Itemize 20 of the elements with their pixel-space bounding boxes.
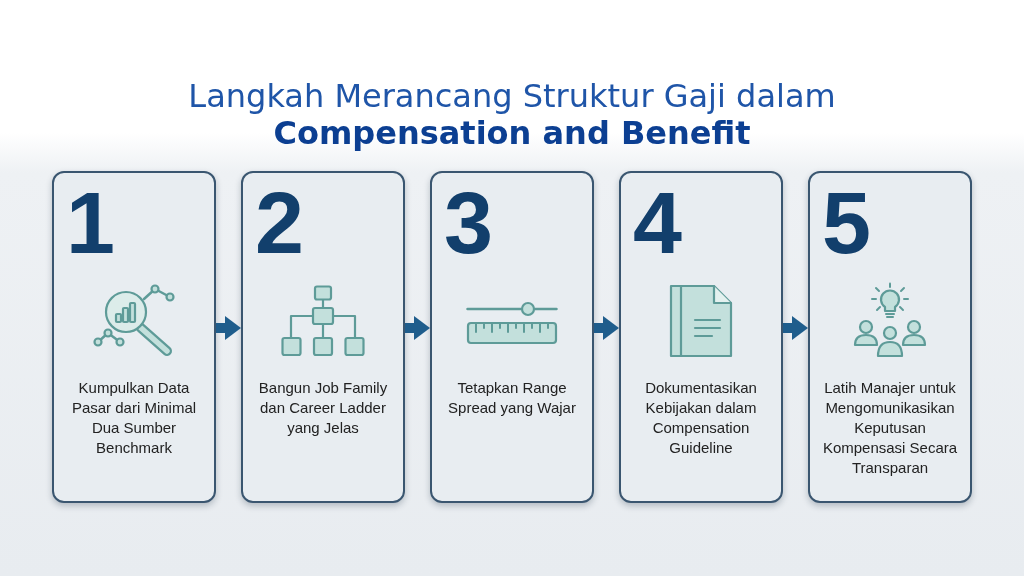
step-description: Latih Manajer untuk Mengomunikasikan Keputusan Kompensasi Secara Transparan [821,378,959,478]
step-description: Bangun Job Family dan Career Ladder yang Jelas [257,378,389,438]
arrow [405,316,430,340]
step-number: 5 [822,179,871,267]
step-card [52,171,216,503]
step-number: 4 [633,179,682,267]
arrow [594,316,619,340]
step-description: Tetapkan Range Spread yang Wajar [447,378,577,418]
step-card [241,171,405,503]
step-description: Kumpulkan Data Pasar dari Minimal Dua Sumber Benchmark [70,378,198,458]
arrow [783,316,808,340]
step-description: Dokumentasikan Kebijakan dalam Compensation Guideline [644,378,758,458]
step-card [430,171,594,503]
step-card [808,171,972,503]
step-number: 2 [255,179,304,267]
step-number: 1 [66,179,115,267]
title: Langkah Merancang Struktur Gaji dalam Compensation and Benefit [187,78,837,152]
step-number: 3 [444,179,493,267]
step-card [619,171,783,503]
arrow [216,316,241,340]
